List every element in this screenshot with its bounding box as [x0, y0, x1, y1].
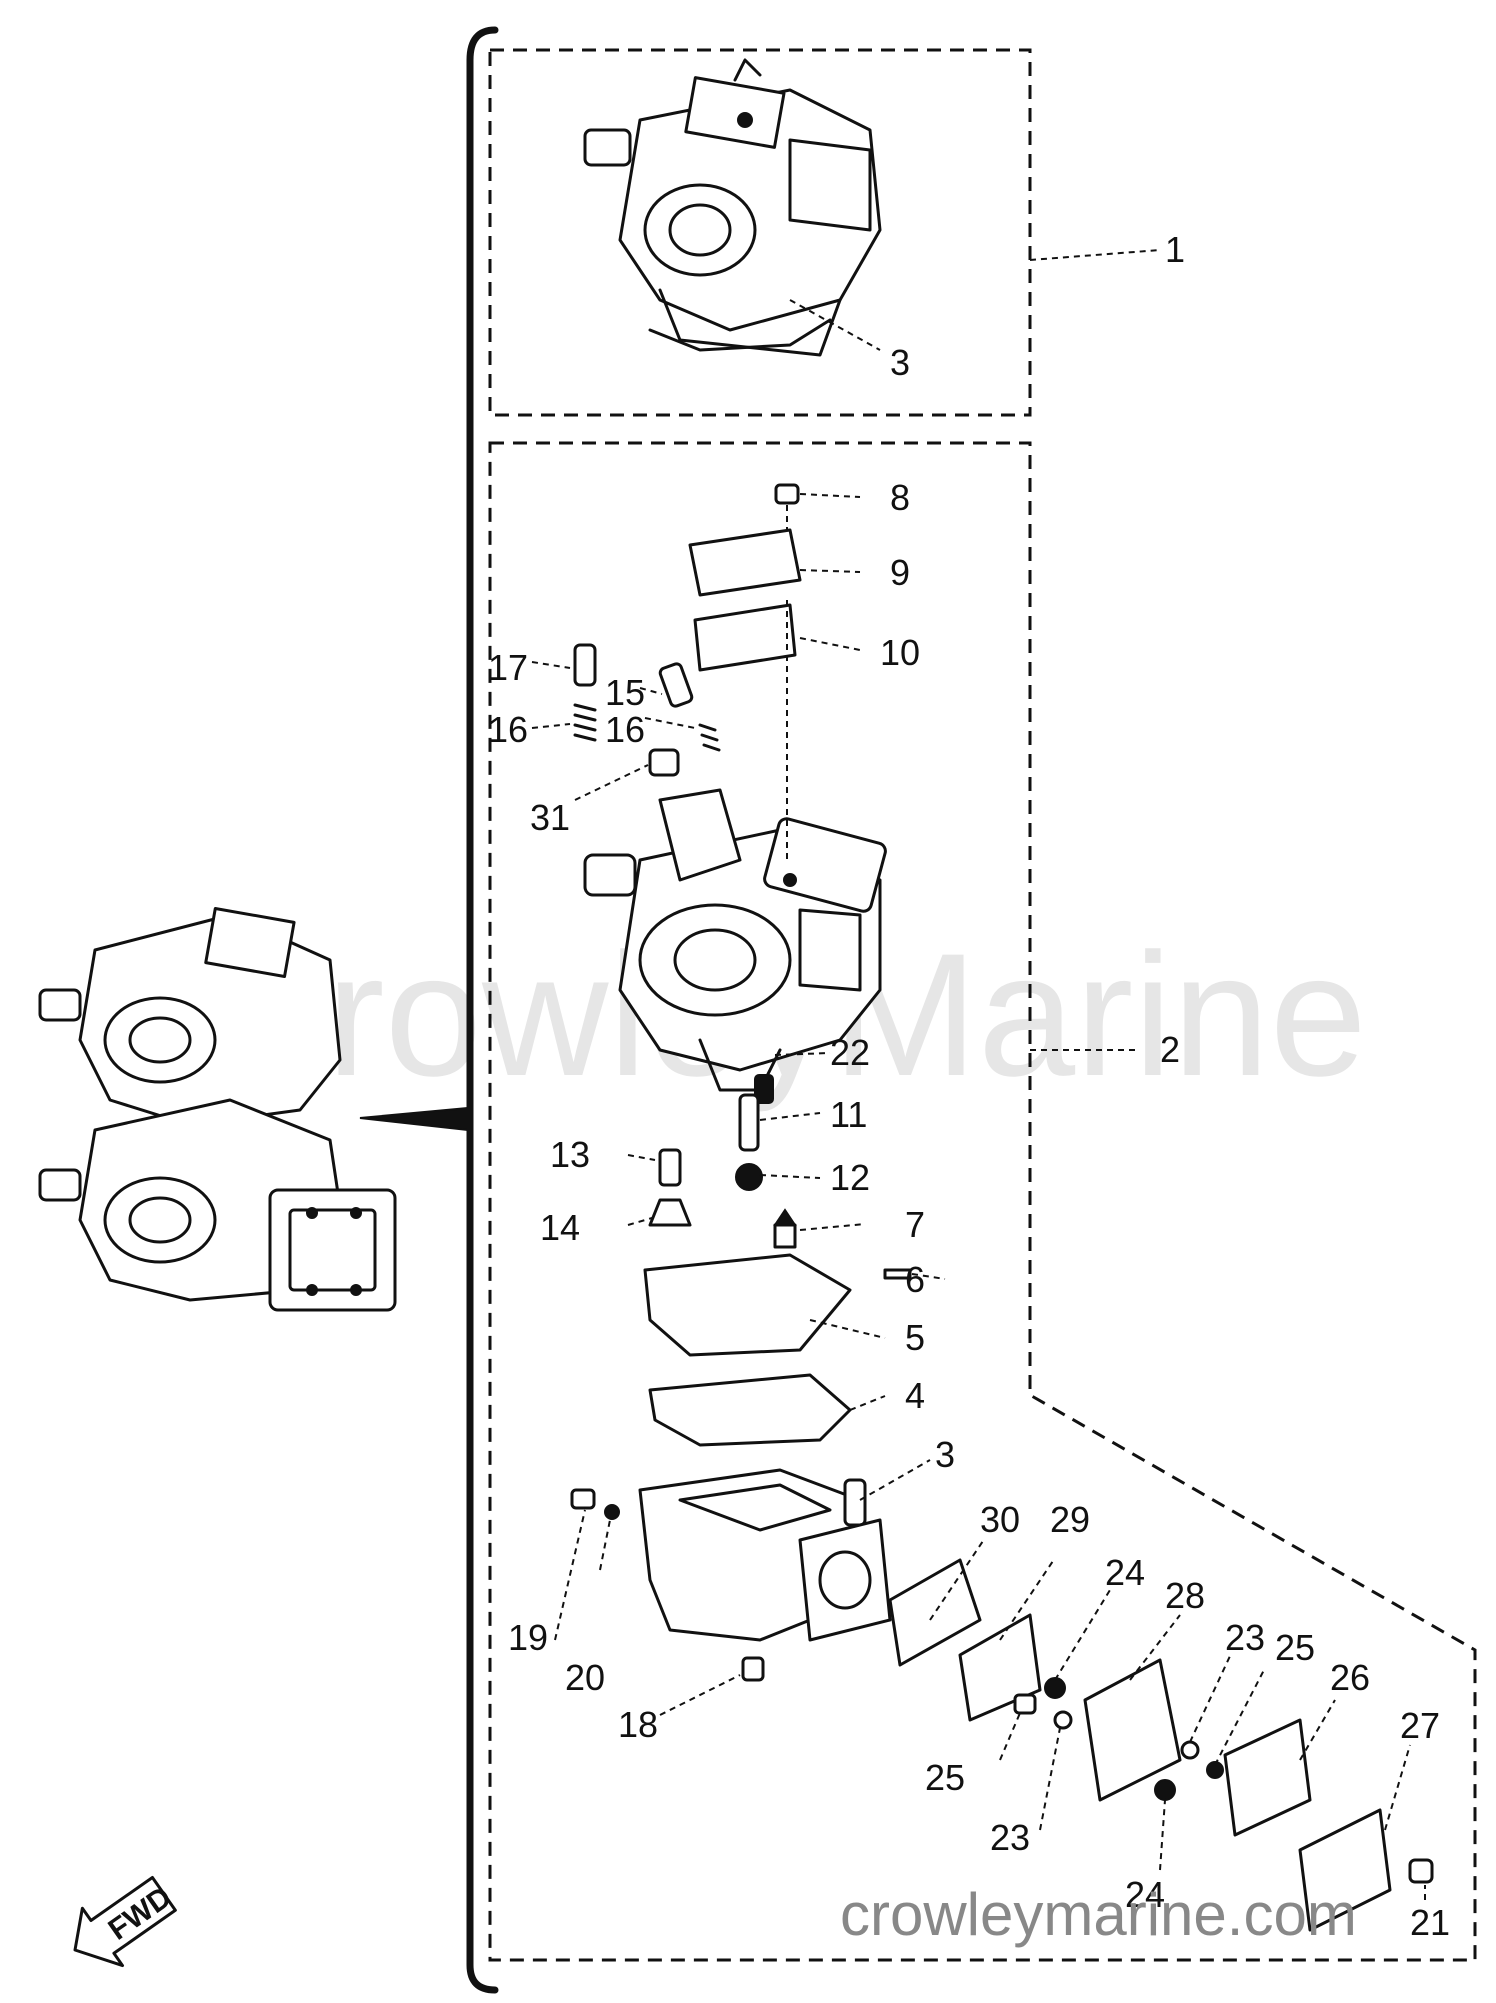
bolt-part-22 [754, 1074, 774, 1104]
screw-part-18 [741, 1656, 765, 1682]
callout-23-bottom: 23 [990, 1817, 1030, 1858]
float-bowl-part-3 [638, 1468, 892, 1642]
jet-part-11 [738, 1093, 760, 1152]
screw-part-8 [774, 483, 800, 540]
callout-25-bottom: 25 [925, 1757, 965, 1798]
callout-14: 14 [540, 1207, 580, 1248]
cover-part-27 [1298, 1808, 1392, 1932]
callout-1: 1 [1165, 229, 1185, 270]
leader-lines [531, 249, 1426, 1900]
callout-10: 10 [880, 632, 920, 673]
callout-22: 22 [830, 1032, 870, 1073]
spring-part-16a [573, 703, 597, 742]
callout-12: 12 [830, 1157, 870, 1198]
valve-part-24b [1154, 1779, 1176, 1801]
callout-6: 6 [905, 1259, 925, 1300]
assembly-bracket [466, 26, 499, 1994]
callout-16-right: 16 [605, 709, 645, 750]
gasket-part-30 [888, 1558, 982, 1667]
callout-25-top: 25 [1275, 1627, 1315, 1668]
gasket-part-26 [1223, 1718, 1312, 1837]
gasket-part-9 [688, 528, 802, 597]
screw-part-25a [1013, 1693, 1037, 1715]
screw-part-19 [570, 1488, 596, 1510]
callout-29: 29 [1050, 1499, 1090, 1540]
float-part-5 [643, 1253, 852, 1357]
watermark-footer: crowleymarine.com [840, 1881, 1357, 1948]
callout-7: 7 [905, 1204, 925, 1245]
screw-part-25b [1206, 1761, 1224, 1779]
callout-28: 28 [1165, 1575, 1205, 1616]
callout-30: 30 [980, 1499, 1020, 1540]
valve-part-23b [1053, 1710, 1073, 1730]
callout-19: 19 [508, 1617, 548, 1658]
valve-part-23a [1180, 1740, 1200, 1760]
callout-31: 31 [530, 797, 570, 838]
pump-body-part-28 [1083, 1658, 1182, 1802]
part-31 [648, 748, 680, 777]
callout-3-bottom: 3 [935, 1434, 955, 1475]
callout-11: 11 [830, 1094, 867, 1135]
callout-15: 15 [605, 672, 645, 713]
gasket-part-4 [648, 1373, 852, 1447]
fwd-arrow-icon: FWD [73, 1875, 177, 1968]
callout-9: 9 [890, 552, 910, 593]
needle-valve-part-7 [773, 1208, 797, 1249]
callouts: 1 3 8 9 10 17 15 16 16 31 2 22 11 13 12 … [488, 229, 1450, 1943]
callout-13: 13 [550, 1134, 590, 1175]
callout-26: 26 [1330, 1657, 1370, 1698]
callout-16-left: 16 [488, 709, 528, 750]
bracket-pointer [359, 1106, 469, 1132]
callout-24-top: 24 [1105, 1552, 1145, 1593]
pin-part-6 [883, 1268, 912, 1280]
jet-part-13 [658, 1148, 682, 1187]
callout-21: 21 [1410, 1902, 1450, 1943]
callout-27: 27 [1400, 1705, 1440, 1746]
callout-18: 18 [618, 1704, 658, 1745]
callout-4: 4 [905, 1375, 925, 1416]
valve-part-24a [1044, 1677, 1066, 1699]
carburetor-assembly-top [583, 58, 882, 357]
callout-5: 5 [905, 1317, 925, 1358]
callout-17: 17 [488, 647, 528, 688]
callout-24-bottom: 24 [1125, 1874, 1165, 1915]
carburetor-body [583, 788, 887, 1092]
callout-8: 8 [890, 477, 910, 518]
dual-carburetor-assembly [38, 906, 397, 1312]
callout-2: 2 [1160, 1029, 1180, 1070]
callout-3-top: 3 [890, 342, 910, 383]
screw-part-21 [1408, 1858, 1434, 1884]
assembly-2-box [488, 441, 1477, 1962]
part-12 [735, 1163, 763, 1191]
screw-part-15 [658, 662, 694, 708]
assembly-1-box [488, 48, 1032, 417]
screw-part-17 [573, 643, 597, 687]
gasket-part-10 [693, 603, 797, 672]
spring-part-16b [698, 723, 721, 752]
washer-part-20 [604, 1504, 620, 1520]
plug-part-14 [648, 1198, 692, 1227]
callout-23-top: 23 [1225, 1617, 1265, 1658]
callout-20: 20 [565, 1657, 605, 1698]
